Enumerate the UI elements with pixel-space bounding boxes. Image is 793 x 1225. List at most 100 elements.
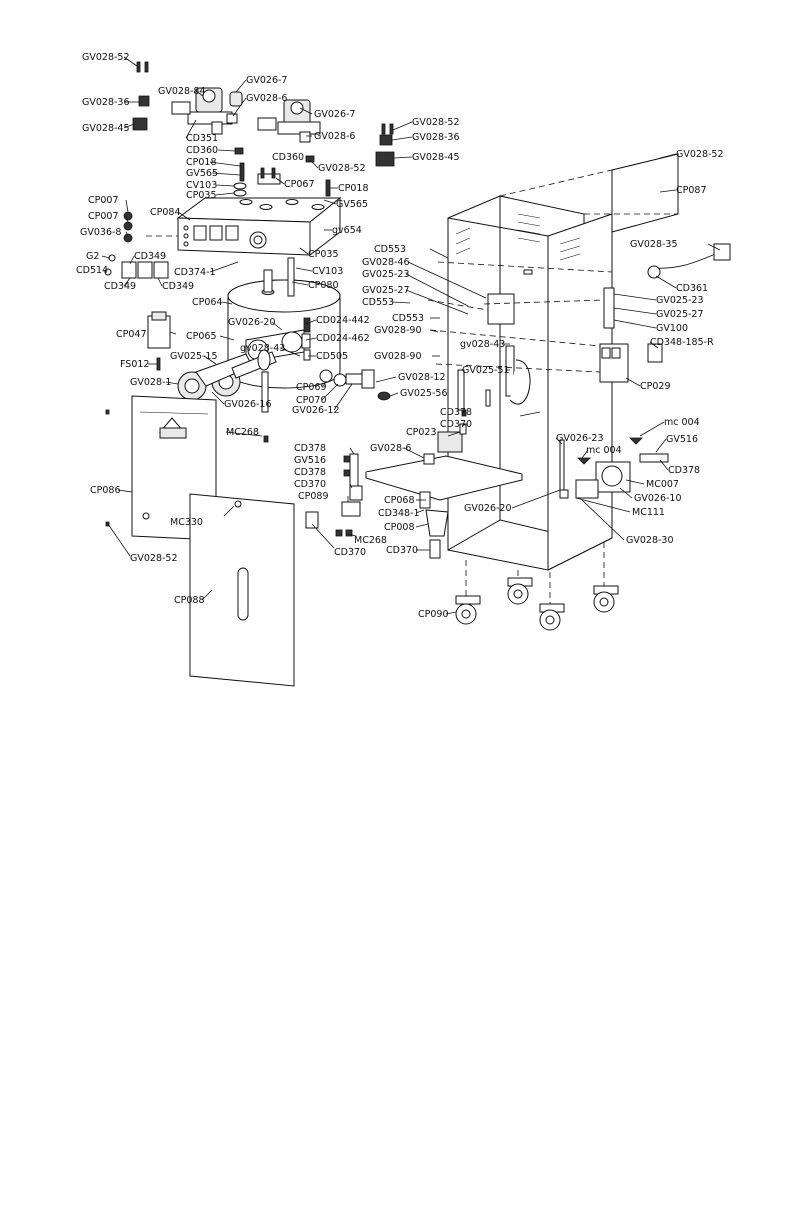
label-mc330: MC330 xyxy=(170,517,203,528)
fittings-hardware xyxy=(233,147,331,197)
label-gv654: gv654 xyxy=(332,225,362,236)
label-cp023: CP023 xyxy=(406,427,437,438)
label-cp070: CP070 xyxy=(296,395,327,406)
label-cp018: CP018 xyxy=(338,183,369,194)
fuse-screws xyxy=(105,357,269,527)
label-cp035: CP035 xyxy=(186,190,217,201)
label-cp029: CP029 xyxy=(640,381,671,392)
label-cd370: CD370 xyxy=(334,547,366,558)
label-gv028-6: GV028-6 xyxy=(370,443,411,454)
label-cd024-442: CD024-442 xyxy=(316,315,370,326)
drip-tray-base xyxy=(365,409,523,559)
label-cd349: CD349 xyxy=(104,281,136,292)
label-gv028-90: GV028-90 xyxy=(374,325,422,336)
label-gv025-23: GV025-23 xyxy=(362,269,410,280)
label-cp035: CP035 xyxy=(308,249,339,260)
label-fs012: FS012 xyxy=(120,359,149,370)
label-gv028-46: GV028-46 xyxy=(362,257,410,268)
label-cd360: CD360 xyxy=(272,152,304,163)
label-gv028-36: GV028-36 xyxy=(412,132,460,143)
label-gv565: GV565 xyxy=(336,199,368,210)
label-cp080: CP080 xyxy=(308,280,339,291)
label-cd351: CD351 xyxy=(186,133,218,144)
label-gv028-52: GV028-52 xyxy=(82,52,130,63)
label-cd024-462: CD024-462 xyxy=(316,333,370,344)
label-gv028-52: GV028-52 xyxy=(130,553,178,564)
label-cd361: CD361 xyxy=(676,283,708,294)
label-gv028-45: GV028-45 xyxy=(412,152,460,163)
control-box xyxy=(176,196,342,257)
label-gv028-90: GV028-90 xyxy=(374,351,422,362)
label-gv028-52: GV028-52 xyxy=(318,163,366,174)
label-gv516: GV516 xyxy=(294,455,326,466)
label-gv028-45: GV028-45 xyxy=(82,123,130,134)
leader-lines xyxy=(101,56,721,615)
label-gv026-7: GV026-7 xyxy=(314,109,355,120)
pump-motor xyxy=(559,437,669,499)
label-gv028-1: GV028-1 xyxy=(130,377,171,388)
label-cd370: CD370 xyxy=(386,545,418,556)
label-gv025-56: GV025-56 xyxy=(400,388,448,399)
label-mc-004: mc 004 xyxy=(586,445,622,456)
label-gv028-84: GV028-84 xyxy=(158,86,206,97)
label-cd370: CD370 xyxy=(440,419,472,430)
label-cp087: CP087 xyxy=(676,185,707,196)
label-gv025-23: GV025-23 xyxy=(656,295,704,306)
label-cv103: CV103 xyxy=(186,180,217,191)
label-gv025-15: GV025-15 xyxy=(170,351,218,362)
label-cd349: CD349 xyxy=(134,251,166,262)
label-cp064: CP064 xyxy=(192,297,223,308)
label-cp068: CP068 xyxy=(384,495,415,506)
label-cp007: CP007 xyxy=(88,195,119,206)
label-cd374-1: CD374-1 xyxy=(174,267,216,278)
label-cp084: CP084 xyxy=(150,207,181,218)
label-cd553: CD553 xyxy=(374,244,406,255)
label-gv028-6: GV028-6 xyxy=(314,131,355,142)
label-cd370: CD370 xyxy=(294,479,326,490)
label-cd360: CD360 xyxy=(186,145,218,156)
label-cd349: CD349 xyxy=(162,281,194,292)
bracket-cp047 xyxy=(147,311,171,349)
tray-fittings xyxy=(305,453,363,537)
label-gv028-52: GV028-52 xyxy=(412,117,460,128)
label-cp007: CP007 xyxy=(88,211,119,222)
label-cp018: CP018 xyxy=(186,157,217,168)
label-gv516: GV516 xyxy=(666,434,698,445)
label-cp086: CP086 xyxy=(90,485,121,496)
label-cd378: CD378 xyxy=(668,465,700,476)
label-gv026-10: GV026-10 xyxy=(634,493,682,504)
label-mc111: MC111 xyxy=(632,507,665,518)
casters xyxy=(455,542,619,631)
solenoid-valve-cluster xyxy=(132,61,395,167)
label-gv028-36: GV028-36 xyxy=(82,97,130,108)
label-gv026-7: GV026-7 xyxy=(246,75,287,86)
label-gv028-52: GV028-52 xyxy=(676,149,724,160)
label-mc007: MC007 xyxy=(646,479,679,490)
indicator-lights-switches xyxy=(104,211,169,279)
label-gv026-16: GV026-16 xyxy=(224,399,272,410)
label-mc268: MC268 xyxy=(226,427,259,438)
label-gv565: GV565 xyxy=(186,168,218,179)
label-gv025-27: GV025-27 xyxy=(362,285,410,296)
part-labels: GV028-52 GV028-84 GV026-7 GV028-36 GV028… xyxy=(76,52,724,620)
label-cv103: CV103 xyxy=(312,266,343,277)
label-gv100: GV100 xyxy=(656,323,688,334)
label-gv028-43: gv028-43 xyxy=(240,343,285,354)
label-gv026-20: GV026-20 xyxy=(228,317,276,328)
label-cd378: CD378 xyxy=(440,407,472,418)
lower-panel-cp088 xyxy=(189,493,295,687)
label-gv025-51: GV025-51 xyxy=(462,365,510,376)
label-cp088: CP088 xyxy=(174,595,205,606)
label-mc-004: mc 004 xyxy=(664,417,700,428)
label-gv028-6: GV028-6 xyxy=(246,93,287,104)
label-gv026-20: GV026-20 xyxy=(464,503,512,514)
label-cp089: CP089 xyxy=(298,491,329,502)
label-gv036-8: GV036-8 xyxy=(80,227,121,238)
label-gv026-12: GV026-12 xyxy=(292,405,340,416)
label-cd505: CD505 xyxy=(316,351,348,362)
label-gv028-12: GV028-12 xyxy=(398,372,446,383)
back-panel-cp087 xyxy=(499,153,679,233)
label-gv028-35: GV028-35 xyxy=(630,239,678,250)
label-gv026-23: GV026-23 xyxy=(556,433,604,444)
